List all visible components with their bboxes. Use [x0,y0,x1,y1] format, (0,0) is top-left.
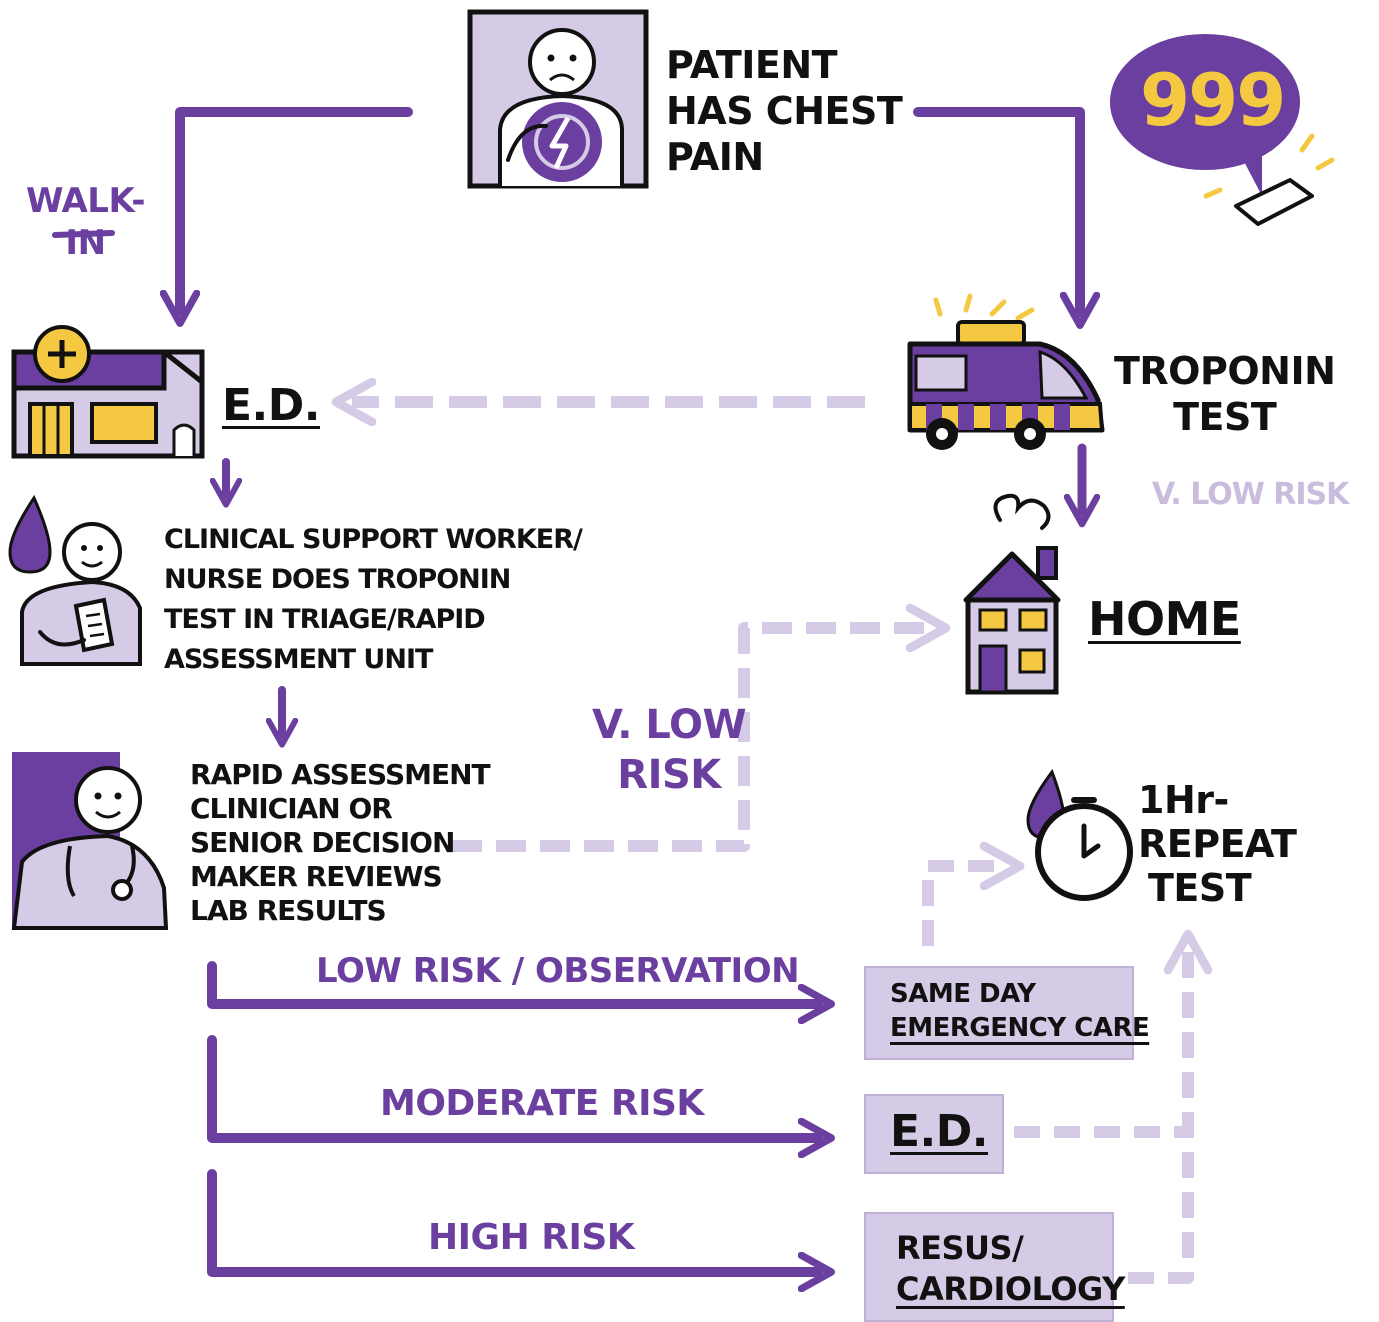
triage-text-line: CLINICAL SUPPORT WORKER/ [164,524,583,555]
sdec-destination-box: SAME DAY EMERGENCY CARE [864,966,1150,1060]
patient-title-line: HAS CHEST [666,89,903,133]
house-icon [963,493,1061,695]
patient-title-line: PATIENT [666,43,838,87]
call-number: 999 [1140,58,1286,142]
assessment-text-line: SENIOR DECISION [190,826,455,859]
resus-line: CARDIOLOGY [896,1270,1125,1308]
patient-title-line: PAIN [666,135,764,179]
assessment-text-line: CLINICIAN OR [190,792,393,825]
sdec-line: SAME DAY [890,979,1036,1009]
triage-text-line: ASSESSMENT UNIT [164,644,433,675]
arrow-moderate-risk [207,1035,818,1138]
walk-in-underline [52,230,115,238]
phone-icon [1203,133,1335,226]
arrow-resus-to-repeat [1128,950,1188,1284]
resus-destination-box: RESUS/ CARDIOLOGY [864,1212,1125,1322]
resus-line: RESUS/ [896,1229,1024,1267]
hospital-icon [11,325,205,459]
repeat-test-line: 1Hr- [1138,778,1229,822]
arrow-sdec-to-repeat [922,866,1004,946]
arrow-walk-in [180,107,413,310]
v-low-risk-right-label: V. LOW RISK [1152,477,1349,512]
arrow-assessment-to-home [452,628,930,852]
repeat-test-label: 1Hr- REPEAT TEST [1138,778,1297,910]
stopwatch-icon [1026,768,1133,901]
ambulance-icon [907,293,1105,450]
triage-text-line: NURSE DOES TROPONIN [164,564,511,595]
triage-text: CLINICAL SUPPORT WORKER/ NURSE DOES TROP… [164,520,583,680]
high-risk-label: HIGH RISK [428,1217,635,1258]
v-low-risk-center-line: RISK [617,752,721,798]
ed-destination-box: E.D. [864,1094,1004,1174]
home-label: HOME [1088,592,1241,646]
arrow-high-risk [207,1169,818,1272]
assessment-text-line: MAKER REVIEWS [190,860,443,893]
patient-title: PATIENT HAS CHEST PAIN [666,42,903,180]
v-low-risk-center-label: V. LOW RISK [592,700,747,800]
repeat-test-line: REPEAT [1138,822,1297,866]
speech-bubble-icon [1110,34,1300,196]
ed-destination-line: E.D. [890,1106,989,1157]
assessment-text-line: LAB RESULTS [190,894,387,927]
walk-in-text: WALK- IN [26,181,145,263]
sdec-line: EMERGENCY CARE [890,1013,1150,1043]
low-risk-label: LOW RISK / OBSERVATION [316,951,800,991]
blood-drop-icon [8,494,52,574]
walk-in-label: WALK- IN [26,138,145,264]
nurse-icon [20,522,142,666]
distressed-patient-icon [467,9,649,189]
moderate-risk-label: MODERATE RISK [380,1083,704,1124]
assessment-text-line: RAPID ASSESSMENT [190,758,491,791]
v-low-risk-center-line: V. LOW [592,702,747,748]
repeat-test-line: TEST [1148,866,1252,910]
triage-text-line: TEST IN TRIAGE/RAPID [164,604,486,635]
assessment-text: RAPID ASSESSMENT CLINICIAN OR SENIOR DEC… [190,758,491,928]
troponin-title-line: TROPONIN [1114,349,1336,393]
arrow-low-risk [207,961,818,1004]
clinician-icon [11,752,169,930]
arrow-999 [913,107,1080,312]
ed-top-label: E.D. [222,380,321,431]
troponin-title: TROPONIN TEST [1114,348,1336,440]
troponin-title-line: TEST [1173,395,1277,439]
